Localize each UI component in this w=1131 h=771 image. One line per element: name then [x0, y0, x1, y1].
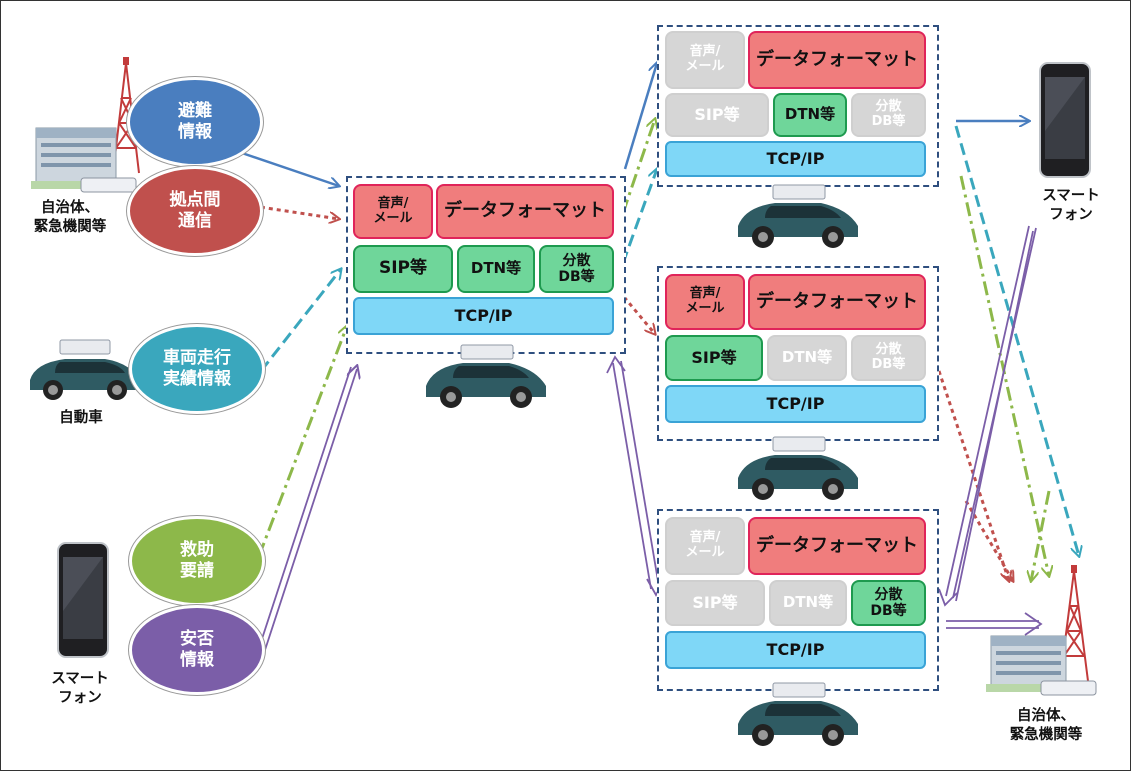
- data-format-block: データフォーマット: [436, 184, 614, 239]
- smartphone-icon: [57, 542, 109, 658]
- arrow-evac-in: [235, 149, 339, 186]
- dist-db-block: 分散 DB等: [851, 580, 926, 626]
- data-format-block: データフォーマット: [748, 31, 926, 89]
- dtn-block: DTN等: [767, 335, 847, 381]
- sip-block: SIP等: [353, 245, 453, 293]
- dist-db-block: 分散 DB等: [851, 335, 926, 381]
- car-icon-middle-right: [738, 436, 858, 500]
- voice-mail-block: 音声/ メール: [665, 517, 745, 575]
- tcpip-block: TCP/IP: [665, 385, 926, 423]
- sip-block: SIP等: [665, 580, 765, 626]
- center-protocol-stack: 音声/ メール データフォーマット SIP等 DTN等 分散 DB等 TCP/I…: [346, 176, 626, 354]
- car-icon: [30, 339, 140, 400]
- dist-db-block: 分散 DB等: [539, 245, 614, 293]
- car-icon-top-right: [738, 184, 858, 248]
- arrow-safety-relay: [606, 355, 666, 597]
- tcpip-block: TCP/IP: [665, 631, 926, 669]
- arrow-base-out: [937, 370, 1009, 581]
- evac-info-bubble: 避難 情報: [127, 77, 263, 167]
- base-comm-bubble: 拠点間 通信: [127, 166, 263, 256]
- arrow-safety-out: [938, 225, 1043, 636]
- dtn-block: DTN等: [457, 245, 535, 293]
- arrow-vehicle-in: [259, 269, 341, 372]
- sip-block: SIP等: [665, 335, 763, 381]
- phone-left-label: スマート フォン: [51, 671, 109, 706]
- car-left-label: 自動車: [59, 410, 103, 426]
- safety-info-bubble: 安否 情報: [129, 605, 265, 695]
- government-building-icon-right: [986, 565, 1097, 696]
- middle-right-protocol-stack: 音声/ メール データフォーマット SIP等 DTN等 分散 DB等 TCP/I…: [657, 266, 939, 441]
- arrow-vehicle-relay: [621, 169, 657, 264]
- voice-mail-block: 音声/ メール: [665, 274, 745, 330]
- dtn-block: DTN等: [773, 93, 847, 137]
- bottom-right-protocol-stack: 音声/ メール データフォーマット SIP等 DTN等 分散 DB等 TCP/I…: [657, 509, 939, 691]
- arrow-rescue-relay: [621, 119, 655, 214]
- dtn-block: DTN等: [769, 580, 847, 626]
- government-building-icon: [31, 57, 140, 193]
- arrow-vehicle-out: [954, 125, 1079, 556]
- data-format-block: データフォーマット: [748, 517, 926, 575]
- tcpip-block: TCP/IP: [353, 297, 614, 335]
- arrow-safety-in: [258, 366, 357, 651]
- arrow-evac-relay: [623, 63, 657, 170]
- sip-block: SIP等: [665, 93, 769, 137]
- dist-db-block: 分散 DB等: [851, 93, 926, 137]
- vehicle-record-bubble: 車両走行 実績情報: [129, 324, 265, 414]
- rescue-request-bubble: 救助 要請: [129, 516, 265, 606]
- arrow-base-in: [252, 204, 339, 219]
- phone-right-label: スマート フォン: [1042, 188, 1100, 223]
- voice-mail-block: 音声/ メール: [353, 184, 433, 239]
- voice-mail-block: 音声/ メール: [665, 31, 745, 89]
- gov-right-label: 自治体、 緊急機関等: [1009, 708, 1083, 743]
- smartphone-icon-right: [1039, 62, 1091, 178]
- gov-left-label: 自治体、 緊急機関等: [33, 200, 107, 235]
- tcpip-block: TCP/IP: [665, 141, 926, 177]
- car-icon-center: [426, 344, 546, 408]
- top-right-protocol-stack: 音声/ メール データフォーマット SIP等 DTN等 分散 DB等 TCP/I…: [657, 25, 939, 187]
- data-format-block: データフォーマット: [748, 274, 926, 330]
- car-icon-bottom-right: [738, 682, 858, 746]
